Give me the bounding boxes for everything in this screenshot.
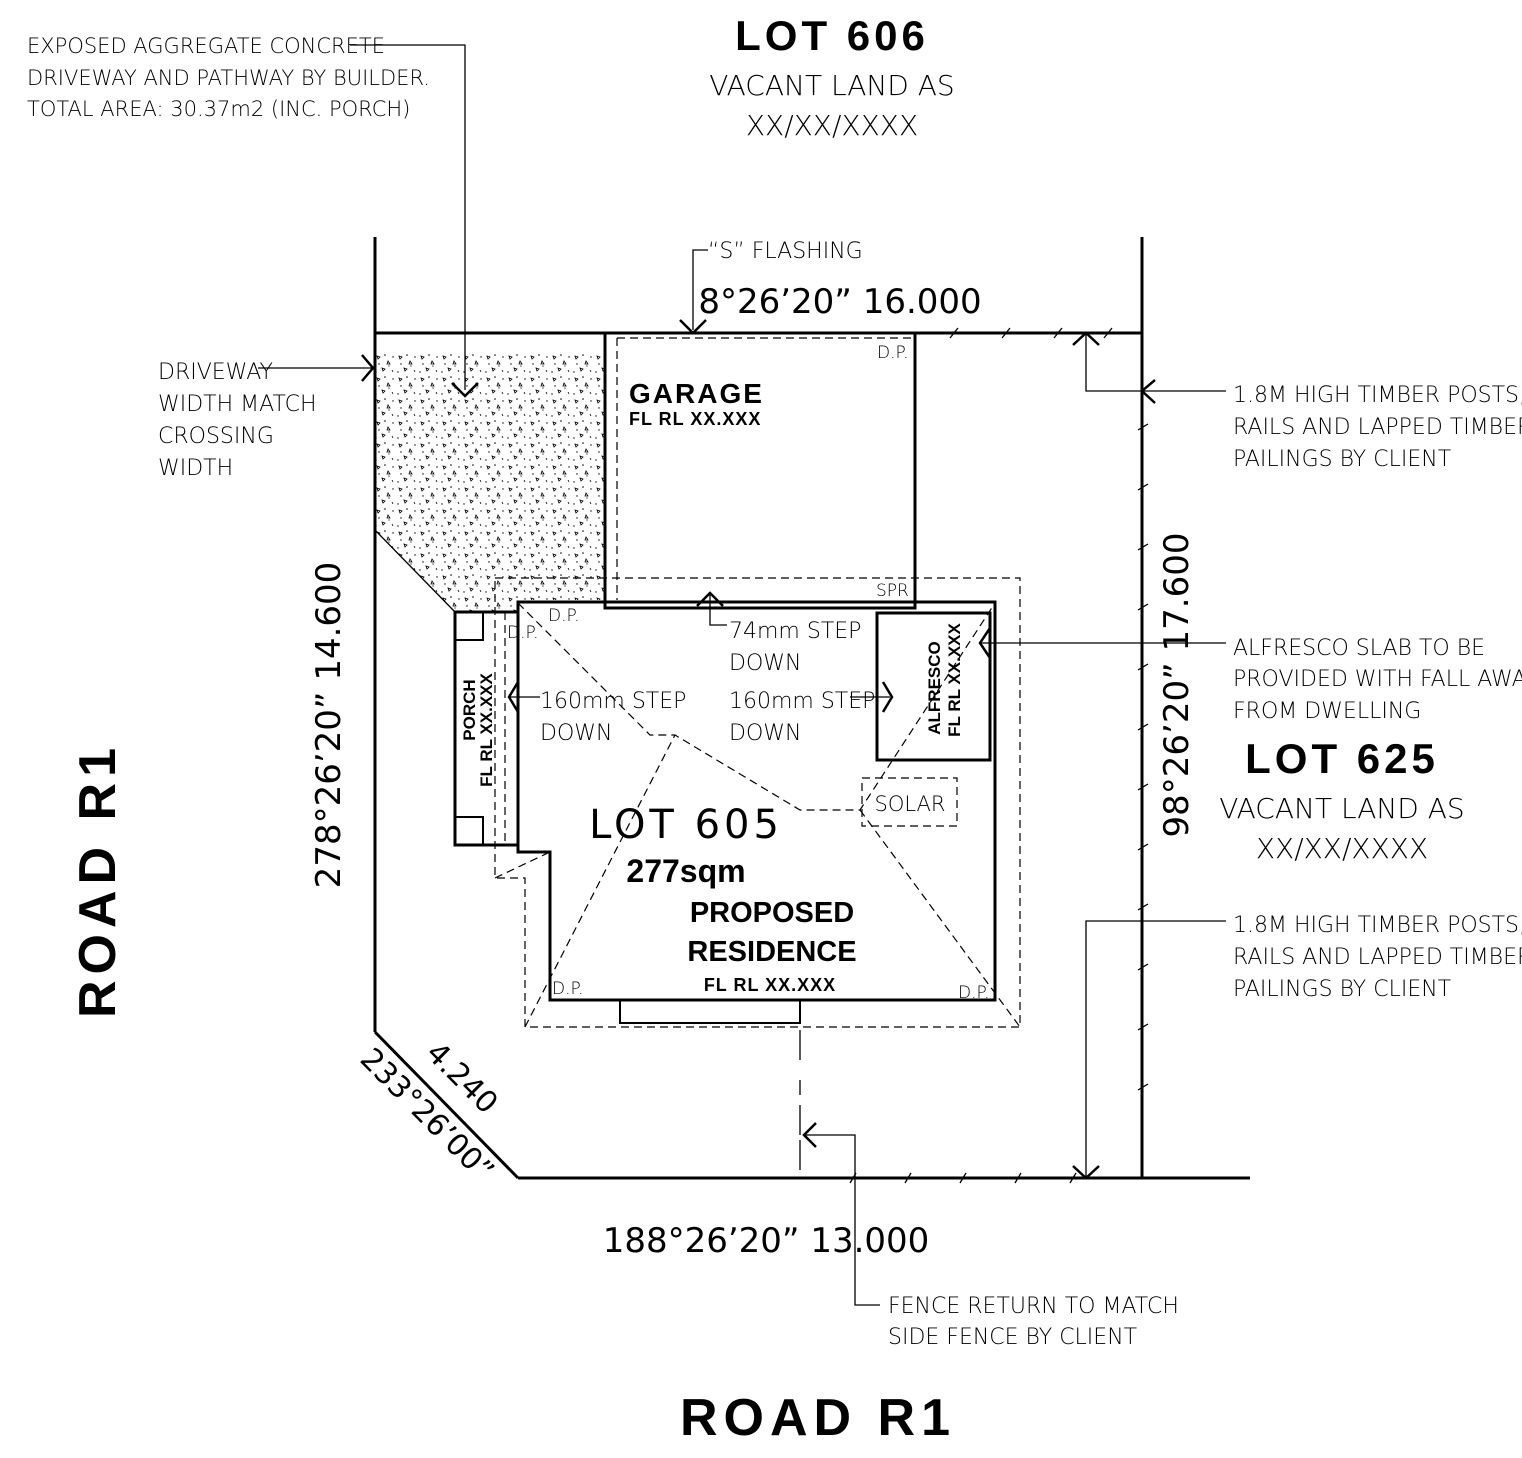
note-alfresco-slab: ALFRESCO SLAB TO BE PROVIDED WITH FALL A… <box>1233 636 1522 724</box>
road-west: ROAD R1 <box>69 742 127 1018</box>
residence-outline <box>516 600 997 1002</box>
front-step <box>619 999 801 1024</box>
downpipe-label: D.P. <box>552 979 584 999</box>
note-line: PAILINGS BY CLIENT <box>1233 447 1451 472</box>
fence-ticks <box>799 327 1149 1184</box>
step-porch-1: 160mm STEP <box>540 689 686 714</box>
residence-title-1: PROPOSED <box>690 897 854 929</box>
note-line: CROSSING <box>158 424 274 449</box>
lot-625-line1: VACANT LAND AS <box>1219 792 1464 825</box>
boundary-west: 278°26’20” 14.600 <box>309 562 349 889</box>
porch <box>453 610 520 847</box>
downpipe-label: D.P. <box>877 343 909 363</box>
lot-606-line1: VACANT LAND AS <box>709 69 954 102</box>
lot-605-area: 277sqm <box>626 853 745 889</box>
driveway-area <box>375 352 605 612</box>
note-line: DRIVEWAY <box>158 360 273 385</box>
note-line: ALFRESCO SLAB TO BE <box>1233 636 1485 661</box>
porch-level: FL RL XX.XXX <box>477 673 496 787</box>
garage-title: GARAGE <box>629 378 764 409</box>
road-south: ROAD R1 <box>680 1389 956 1447</box>
note-line: WIDTH MATCH <box>158 392 317 417</box>
note-line: SIDE FENCE BY CLIENT <box>888 1325 1137 1350</box>
note-line: TOTAL AREA: 30.37m2 (INC. PORCH) <box>27 97 410 121</box>
note-line: WIDTH <box>158 456 233 481</box>
boundary-north: 8°26’20” 16.000 <box>698 282 981 322</box>
note-line: EXPOSED AGGREGATE CONCRETE <box>27 34 385 58</box>
note-fence-return: FENCE RETURN TO MATCH SIDE FENCE BY CLIE… <box>888 1294 1179 1350</box>
note-line: PAILINGS BY CLIENT <box>1233 977 1451 1002</box>
boundary-south: 188°26’20” 13.000 <box>603 1221 930 1261</box>
step-porch-2: DOWN <box>540 721 612 746</box>
note-flashing: “S” FLASHING <box>708 239 863 264</box>
note-line: FROM DWELLING <box>1233 699 1421 724</box>
alfresco-title: ALFRESCO <box>925 641 944 735</box>
solar-label: SOLAR <box>875 792 946 816</box>
downpipe-label: D.P. <box>507 623 539 643</box>
note-line: DRIVEWAY AND PATHWAY BY BUILDER. <box>27 66 430 90</box>
step-garage-2: DOWN <box>729 651 801 676</box>
note-line: 1.8M HIGH TIMBER POSTS, <box>1233 383 1522 408</box>
step-alfresco-1: 160mm STEP <box>729 689 875 714</box>
leader-lines <box>258 44 1226 1306</box>
alfresco <box>875 611 992 762</box>
downpipe-label: D.P. <box>958 983 990 1003</box>
boundary-east: 98°26’20” 17.600 <box>1157 533 1197 838</box>
step-alfresco-2: DOWN <box>729 721 801 746</box>
downpipe-label: D.P. <box>548 606 580 626</box>
residence-level: FL RL XX.XXX <box>704 975 836 995</box>
garage <box>603 331 917 610</box>
note-line: PROVIDED WITH FALL AWAY <box>1233 667 1522 692</box>
lot-606-title: LOT 606 <box>735 12 929 59</box>
porch-title: PORCH <box>460 679 479 740</box>
roof-outline <box>494 337 1021 1028</box>
note-driveway: EXPOSED AGGREGATE CONCRETE DRIVEWAY AND … <box>27 34 430 121</box>
note-line: RAILS AND LAPPED TIMBER <box>1233 945 1522 970</box>
lot-605-title: LOT 605 <box>589 802 783 848</box>
step-garage-1: 74mm STEP <box>729 619 861 644</box>
note-line: 1.8M HIGH TIMBER POSTS, <box>1233 913 1522 938</box>
garage-level: FL RL XX.XXX <box>629 409 761 429</box>
sprinkler-label: SPR <box>876 581 909 601</box>
lot-625-line2: XX/XX/XXXX <box>1256 832 1428 865</box>
note-crossing: DRIVEWAY WIDTH MATCH CROSSING WIDTH <box>158 360 317 481</box>
residence-title-2: RESIDENCE <box>687 936 856 968</box>
note-fence-north: 1.8M HIGH TIMBER POSTS, RAILS AND LAPPED… <box>1233 383 1522 472</box>
alfresco-level: FL RL XX.XXX <box>945 623 964 737</box>
lot-625-title: LOT 625 <box>1245 735 1439 782</box>
note-line: RAILS AND LAPPED TIMBER <box>1233 415 1522 440</box>
note-line: FENCE RETURN TO MATCH <box>888 1294 1179 1319</box>
note-fence-south: 1.8M HIGH TIMBER POSTS, RAILS AND LAPPED… <box>1233 913 1522 1002</box>
lot-606-line2: XX/XX/XXXX <box>746 109 918 142</box>
